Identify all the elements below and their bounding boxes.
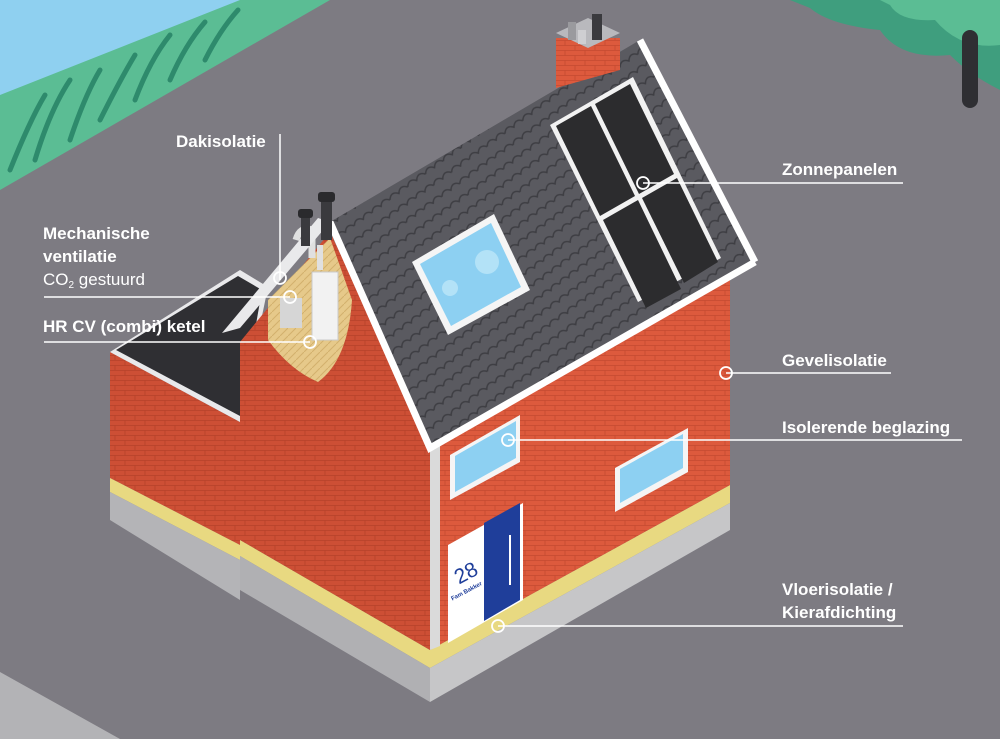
label-zonnepanelen: Zonnepanelen — [782, 158, 897, 181]
label-mechanische-line1: Mechanische — [43, 222, 150, 245]
pavement — [0, 672, 120, 739]
label-vloerisolatie: Vloerisolatie / Kierafdichting — [782, 578, 896, 624]
label-gevelisolatie: Gevelisolatie — [782, 349, 887, 372]
label-mechanische-line2: ventilatie — [43, 245, 150, 268]
label-co2-gestuurd: CO2 gestuurd — [43, 268, 150, 297]
label-isolerende-beglazing: Isolerende beglazing — [782, 416, 950, 439]
label-hr-cv-ketel: HR CV (combi) ketel — [43, 315, 205, 338]
downpipe — [430, 440, 440, 650]
co2-prefix: CO — [43, 270, 69, 289]
co2-suffix: gestuurd — [74, 270, 145, 289]
label-vloerisolatie-line2: Kierafdichting — [782, 601, 896, 624]
label-mechanische-ventilatie: Mechanische ventilatie CO2 gestuurd — [43, 222, 150, 297]
label-dakisolatie: Dakisolatie — [176, 130, 266, 153]
label-vloerisolatie-line1: Vloerisolatie / — [782, 578, 896, 601]
tree-icon — [790, 0, 1000, 108]
